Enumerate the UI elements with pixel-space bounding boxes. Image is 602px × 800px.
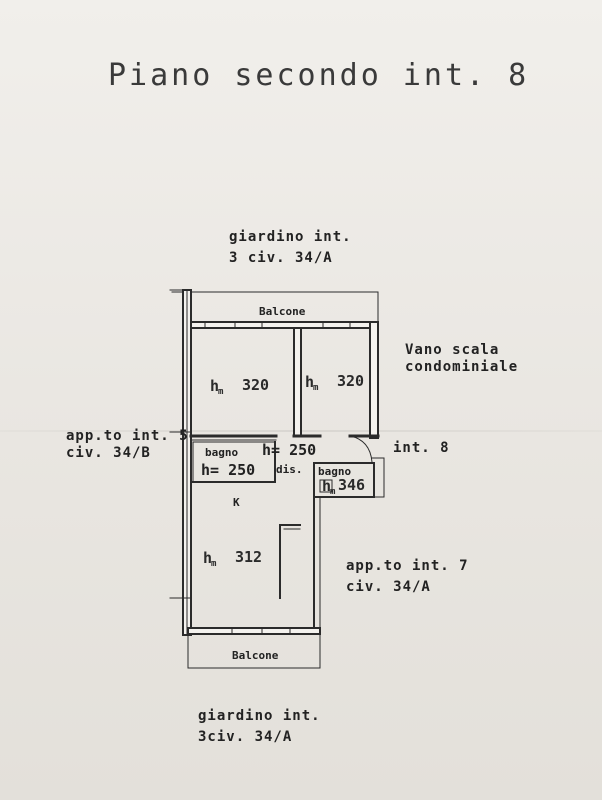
hall-height: h= 250 — [262, 441, 317, 459]
stair-label-line1: Vano scala — [405, 342, 500, 358]
apt7-label-line2: civ. 34/A — [346, 579, 431, 595]
garden-bottom-line2: 3civ. 34/A — [198, 729, 293, 745]
balcony-bottom-outline — [187, 633, 321, 669]
room-left-height: h m 320 — [210, 376, 270, 397]
garden-top-line1: giardino int. — [229, 229, 352, 245]
bathroom-right-name: bagno — [318, 465, 352, 478]
south-wall — [187, 627, 321, 635]
apt5-label-line1: app.to int. 5 — [66, 428, 189, 444]
bathroom-left-name: bagno — [205, 446, 239, 459]
bathroom-right — [313, 462, 375, 498]
bedroom-partition — [293, 327, 302, 437]
room-right-height: h m 320 — [305, 372, 365, 393]
apt5-label-line2: civ. 34/B — [66, 445, 151, 461]
bathroom-left-height: h= 250 — [201, 461, 256, 479]
apt7-label-line1: app.to int. 7 — [346, 558, 469, 574]
int8-label: int. 8 — [393, 440, 450, 456]
east-wall-upper — [369, 321, 379, 439]
kitchen-mark: K — [233, 496, 240, 509]
storage-label: dis. — [276, 463, 303, 476]
bathroom-right-height: h m 346 — [322, 476, 366, 497]
stair-label-line2: condominiale — [405, 359, 519, 375]
garden-top-line2: 3 civ. 34/A — [229, 250, 333, 266]
garden-bottom-line1: giardino int. — [198, 708, 321, 724]
page-title: Piano secondo int. 8 — [108, 58, 530, 93]
balcony-top-label: Balcone — [259, 305, 306, 318]
living-height: h m 312 — [203, 548, 263, 569]
balcony-bottom-label: Balcone — [232, 649, 279, 662]
